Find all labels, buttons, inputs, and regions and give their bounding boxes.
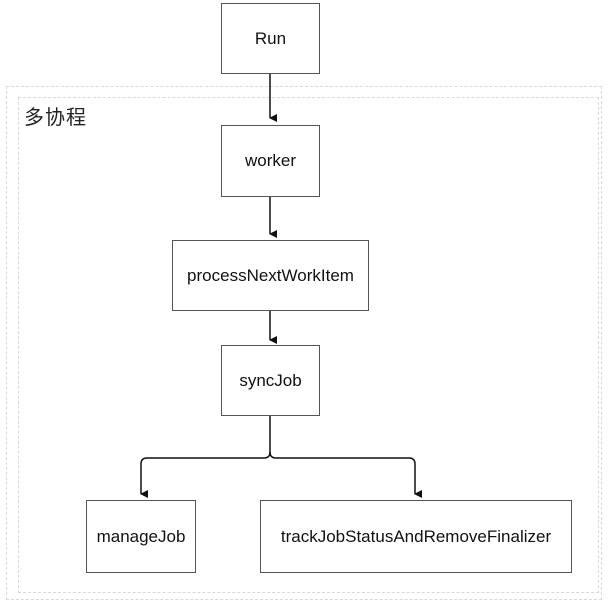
node-worker: worker xyxy=(221,125,320,197)
node-manage-job: manageJob xyxy=(86,500,196,573)
node-sync-job: syncJob xyxy=(221,345,320,416)
node-process-next-work-item: processNextWorkItem xyxy=(172,240,369,311)
group-label: 多协程 xyxy=(24,105,87,129)
node-run: Run xyxy=(221,3,320,74)
goroutine-group-inner-border xyxy=(18,97,599,593)
goroutine-group-outer-border xyxy=(6,86,602,600)
node-track-job-status-and-remove-finalizer: trackJobStatusAndRemoveFinalizer xyxy=(260,500,572,573)
edge-sync-manage xyxy=(140,416,271,498)
edge-sync-track xyxy=(269,451,422,498)
